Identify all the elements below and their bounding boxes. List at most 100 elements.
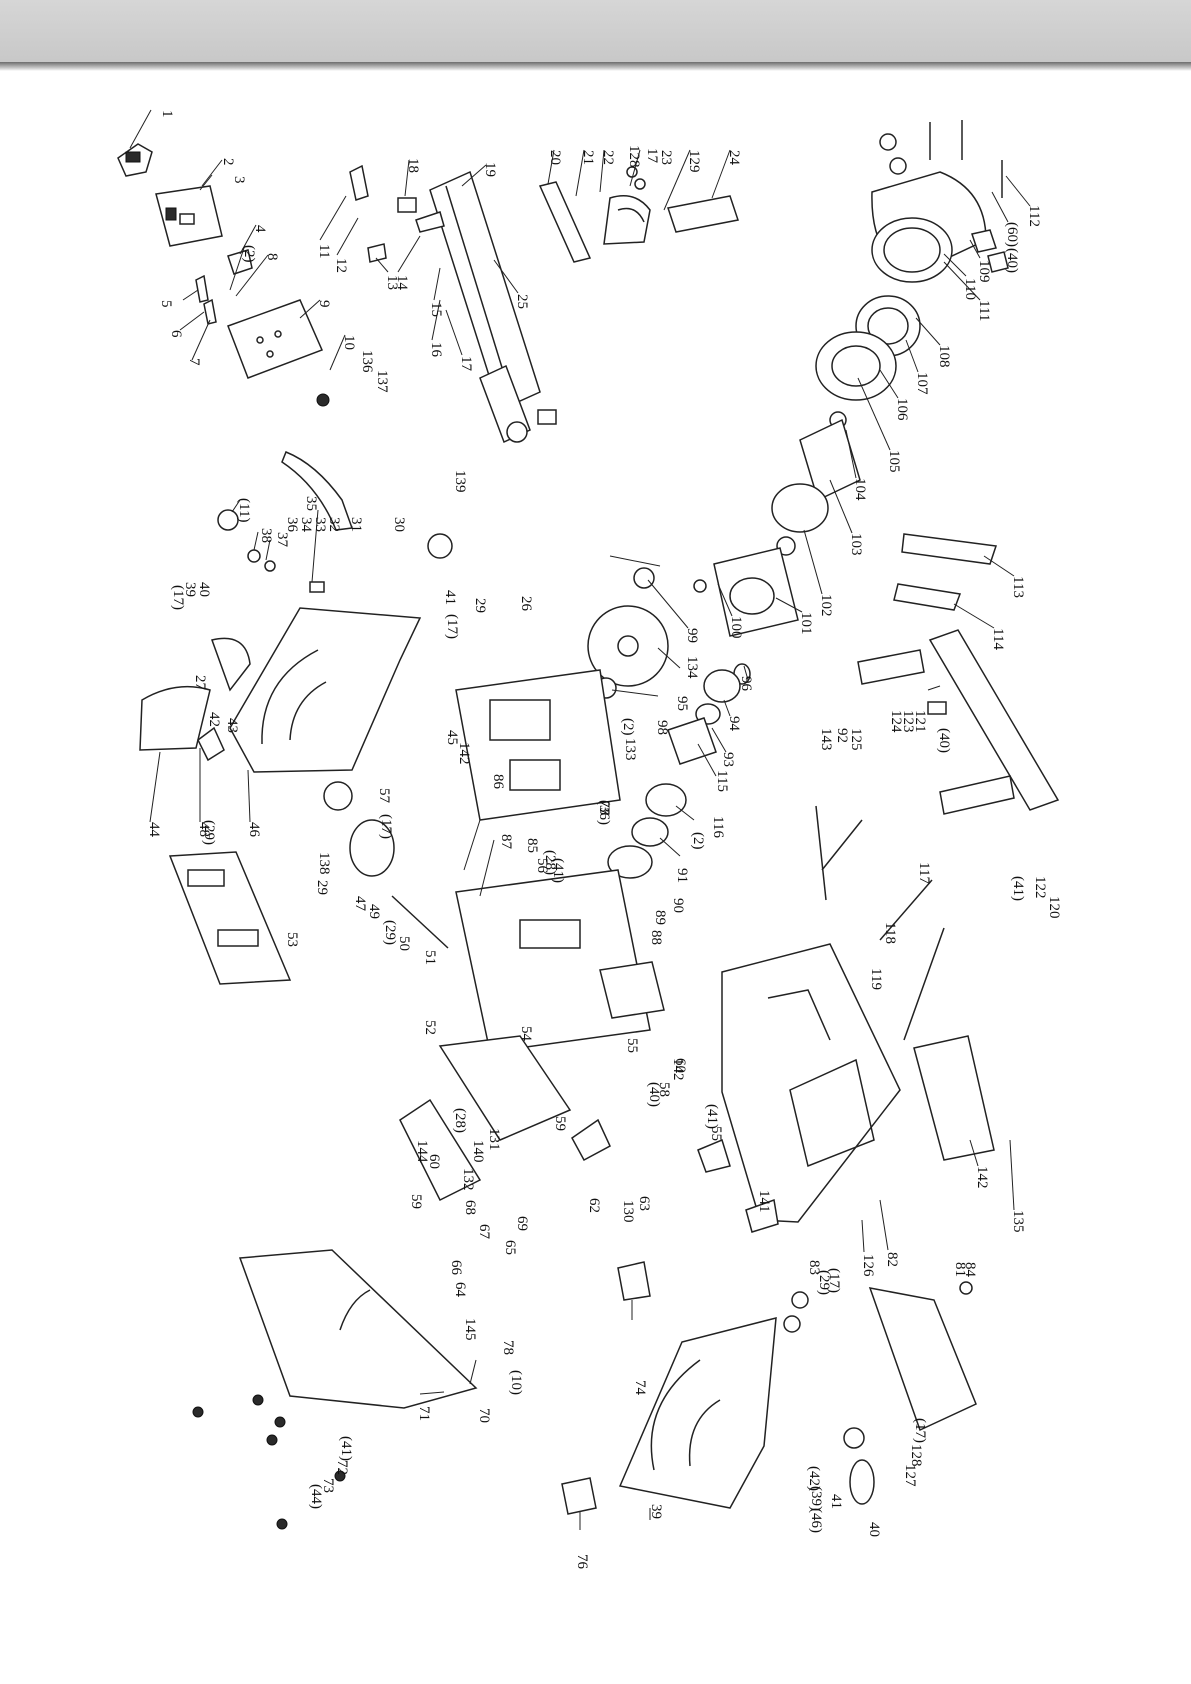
- part-number-label: 128: [626, 145, 642, 168]
- part-number-label: 78: [500, 1340, 516, 1355]
- part-number-label: 24: [726, 150, 742, 166]
- fence-rail-assembly: [319, 159, 557, 444]
- part-number-label: 26: [518, 596, 534, 612]
- part-number-label: 48: [196, 822, 212, 837]
- part-number-label: (17): [912, 1418, 928, 1443]
- part-number-label: 59: [408, 1194, 424, 1209]
- part-number-label: 21: [580, 150, 596, 165]
- part-number-label: 40: [866, 1522, 882, 1537]
- part-number-label: 14: [394, 275, 410, 291]
- part-number-label: 74: [632, 1380, 648, 1396]
- part-number-label: 127: [902, 1464, 918, 1487]
- part-number-label: 38: [258, 528, 274, 543]
- page-header-band: [0, 0, 1191, 62]
- part-number-label: 129: [686, 150, 702, 173]
- part-number-label: 22: [600, 150, 616, 165]
- part-number-label: (11): [236, 498, 252, 522]
- part-number-label: 70: [476, 1408, 492, 1423]
- part-number-label: 64: [452, 1282, 468, 1298]
- part-number-label: 102: [818, 594, 834, 617]
- part-number-label: 117: [916, 862, 932, 884]
- part-number-label: 93: [720, 752, 736, 767]
- part-number-label: 131: [486, 1128, 502, 1151]
- part-number-label: (17): [378, 814, 394, 839]
- part-number-label: 39: [182, 582, 198, 597]
- part-number-label: 15: [428, 302, 444, 317]
- part-number-label: 29: [314, 880, 330, 895]
- part-number-label: 7: [186, 358, 202, 366]
- part-number-label: (36): [596, 800, 612, 825]
- part-number-label: (17): [444, 614, 460, 639]
- part-number-label: 72: [334, 1460, 350, 1475]
- part-number-label: (39): [808, 1486, 824, 1511]
- part-number-label: 33: [312, 517, 328, 532]
- part-number-label: 50: [396, 936, 412, 951]
- part-number-label: 95: [674, 696, 690, 711]
- part-number-label: (41): [1010, 876, 1026, 901]
- part-number-label: 71: [416, 1406, 432, 1421]
- part-number-label: 27: [192, 675, 208, 691]
- part-number-label: 63: [636, 1196, 652, 1211]
- part-number-label: 13: [384, 275, 400, 290]
- part-number-label: 31: [348, 517, 364, 532]
- part-number-label: 139: [452, 470, 468, 493]
- part-number-label: 16: [428, 342, 444, 358]
- part-number-label: 107: [914, 372, 930, 395]
- part-number-label: 94: [726, 716, 742, 732]
- part-number-label: (40): [936, 728, 952, 753]
- part-number-label: 126: [860, 1254, 876, 1277]
- part-number-label: 99: [684, 628, 700, 643]
- part-number-label: 81: [952, 1262, 968, 1277]
- part-number-label: 92: [834, 728, 850, 743]
- part-number-label: 91: [674, 868, 690, 883]
- part-number-label: 121: [912, 710, 928, 733]
- part-number-label: 45: [444, 730, 460, 745]
- part-number-label: 65: [502, 1240, 518, 1255]
- part-number-label: (2): [690, 832, 706, 850]
- part-number-label: 34: [298, 517, 314, 533]
- part-number-label: 101: [798, 612, 814, 635]
- part-number-label: 5: [158, 300, 174, 308]
- part-number-label: 17: [644, 148, 660, 164]
- part-number-label: 112: [1026, 205, 1042, 227]
- part-number-label: 10: [341, 335, 357, 350]
- part-number-label: 133: [622, 738, 638, 761]
- part-number-label: (41): [550, 858, 566, 883]
- part-number-label: 119: [868, 968, 884, 990]
- part-number-label: 47: [352, 896, 368, 912]
- part-number-label: (42): [806, 1466, 822, 1491]
- part-number-label: 130: [620, 1200, 636, 1223]
- part-number-label: 134: [684, 656, 700, 679]
- part-number-label: 118: [882, 922, 898, 944]
- part-number-label: 39: [648, 1504, 664, 1519]
- motor-assembly: [771, 120, 1031, 595]
- part-number-label: (41): [704, 1104, 720, 1129]
- part-number-label: 18: [405, 158, 421, 173]
- part-number-label: 49: [366, 904, 382, 919]
- part-number-label: 30: [391, 517, 407, 532]
- part-number-label: (46): [808, 1508, 824, 1533]
- part-number-label: 1: [159, 110, 175, 118]
- part-number-label: 60: [672, 1058, 688, 1073]
- part-number-label: 86: [490, 774, 506, 790]
- part-number-label: 123: [900, 710, 916, 733]
- switch-assembly: [117, 109, 346, 407]
- part-number-label: 109: [976, 260, 992, 283]
- riving-knife-assembly: [217, 451, 453, 593]
- part-number-label: 58: [656, 1082, 672, 1097]
- rip-fence-assembly: [821, 533, 1060, 941]
- part-number-label: (2): [620, 718, 636, 736]
- part-number-label: 132: [460, 1168, 476, 1191]
- part-number-label: 60: [426, 1154, 442, 1169]
- part-number-label: 56: [534, 858, 550, 874]
- part-number-label: 98: [654, 720, 670, 735]
- part-number-label: 142: [974, 1166, 990, 1189]
- part-number-label: 106: [894, 398, 910, 421]
- part-number-label: 125: [848, 728, 864, 751]
- part-number-label: 96: [738, 676, 754, 692]
- part-number-label: 25: [514, 294, 530, 309]
- part-number-label: (40): [1004, 248, 1020, 273]
- part-number-label: 105: [886, 450, 902, 473]
